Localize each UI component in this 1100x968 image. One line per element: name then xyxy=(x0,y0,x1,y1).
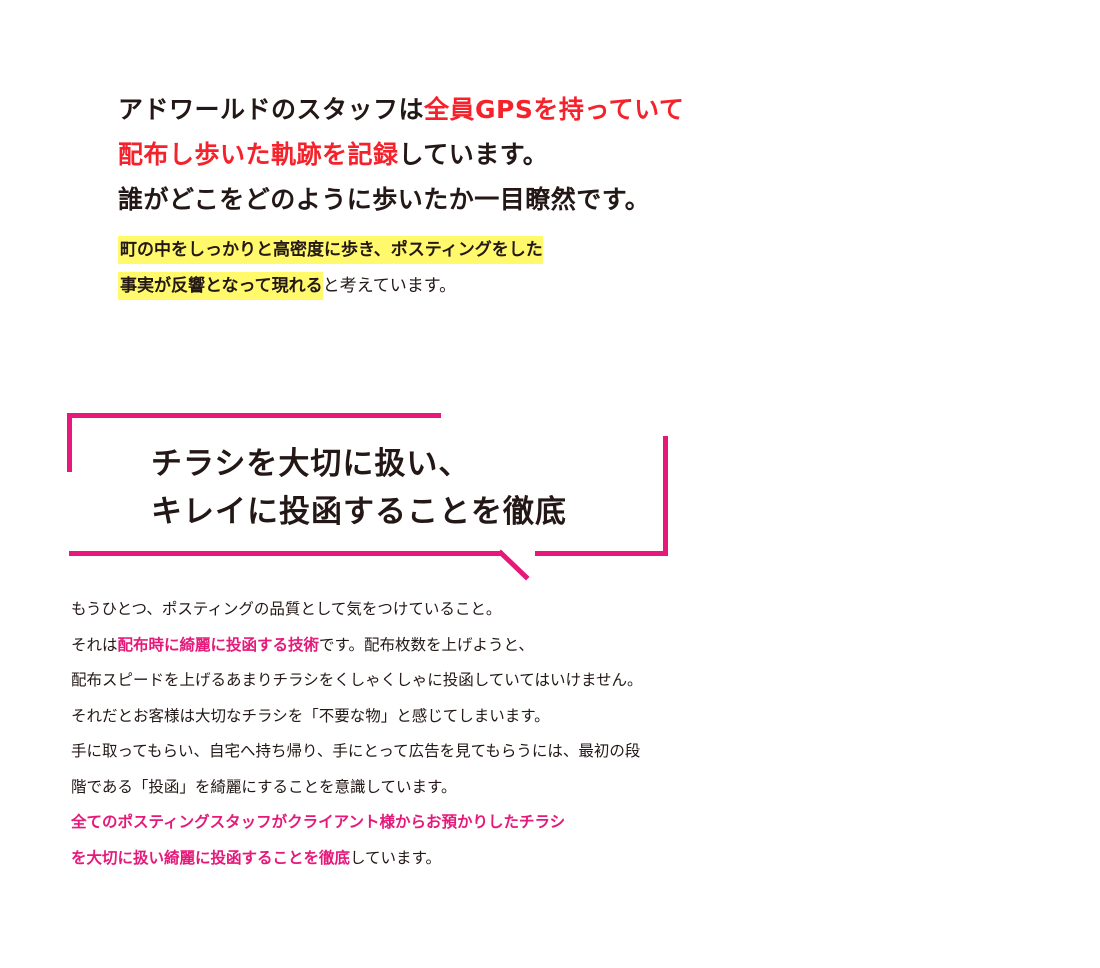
body-line: 階である「投函」を綺麗にすることを意識しています。 xyxy=(71,777,457,796)
intro-lead-line-3: 誰がどこをどのように歩いたか一目瞭然です。 xyxy=(118,185,651,214)
intro-sub-line-1: 町の中をしっかりと高密度に歩き、ポスティングをした xyxy=(118,232,543,268)
yellow-highlight: 町の中をしっかりと高密度に歩き、ポスティングをした xyxy=(118,236,543,264)
body-line: もうひとつ、ポスティングの品質として気をつけていること。 xyxy=(71,600,502,618)
section-heading-line-2: キレイに投函することを徹底 xyxy=(151,494,567,530)
red-emphasis: 配布し歩いた軌跡を記録 xyxy=(118,140,399,169)
frame-left-line xyxy=(67,413,72,472)
body-line: それだとお客様は大切なチラシを「不要な物」と感じてしまいます。 xyxy=(71,706,550,725)
pink-emphasis: 全てのポスティングスタッフがクライアント様からお預かりしたチラシ xyxy=(71,813,566,831)
frame-right-line xyxy=(663,436,668,556)
pink-emphasis: を大切に扱い綺麗に投函することを徹底 xyxy=(71,848,351,867)
body-line: それは配布時に綺麗に投函する技術です。配布枚数を上げようと、 xyxy=(71,635,534,654)
body-text: もうひとつ、ポスティングの品質として気をつけていること。 それは配布時に綺麗に投… xyxy=(71,592,671,876)
section-heading: チラシを大切に扱い、 キレイに投函することを徹底 xyxy=(151,440,567,536)
body-line: 全てのポスティングスタッフがクライアント様からお預かりしたチラシ xyxy=(71,805,671,841)
frame-bottom-right-line xyxy=(535,551,668,556)
body-line: 配布スピードを上げるあまりチラシをくしゃくしゃに投函していてはいけません。 xyxy=(71,671,643,689)
intro-lead: アドワールドのスタッフは全員GPSを持っていて 配布し歩いた軌跡を記録しています… xyxy=(118,87,818,222)
pink-emphasis: 配布時に綺麗に投函する技術 xyxy=(117,635,320,654)
red-emphasis: 全員GPSを持っていて xyxy=(424,95,685,124)
body-line: 手に取ってもらい、自宅へ持ち帰り、手にとって広告を見てもらうには、最初の段 xyxy=(71,742,641,760)
intro-sub: 町の中をしっかりと高密度に歩き、ポスティングをした 事実が反響となって現れると考… xyxy=(118,232,543,304)
frame-top-line xyxy=(67,413,441,418)
frame-tail-icon xyxy=(497,549,530,581)
yellow-highlight: 事実が反響となって現れる xyxy=(118,272,323,300)
intro-lead-line-1: アドワールドのスタッフは全員GPSを持っていて xyxy=(118,95,685,124)
body-line: を大切に扱い綺麗に投函することを徹底しています。 xyxy=(71,848,442,867)
frame-bottom-left-line xyxy=(69,551,503,556)
intro-lead-line-2: 配布し歩いた軌跡を記録しています。 xyxy=(118,140,549,169)
section-heading-line-1: チラシを大切に扱い、 xyxy=(151,446,471,482)
intro-sub-line-2: 事実が反響となって現れると考えています。 xyxy=(118,268,543,304)
